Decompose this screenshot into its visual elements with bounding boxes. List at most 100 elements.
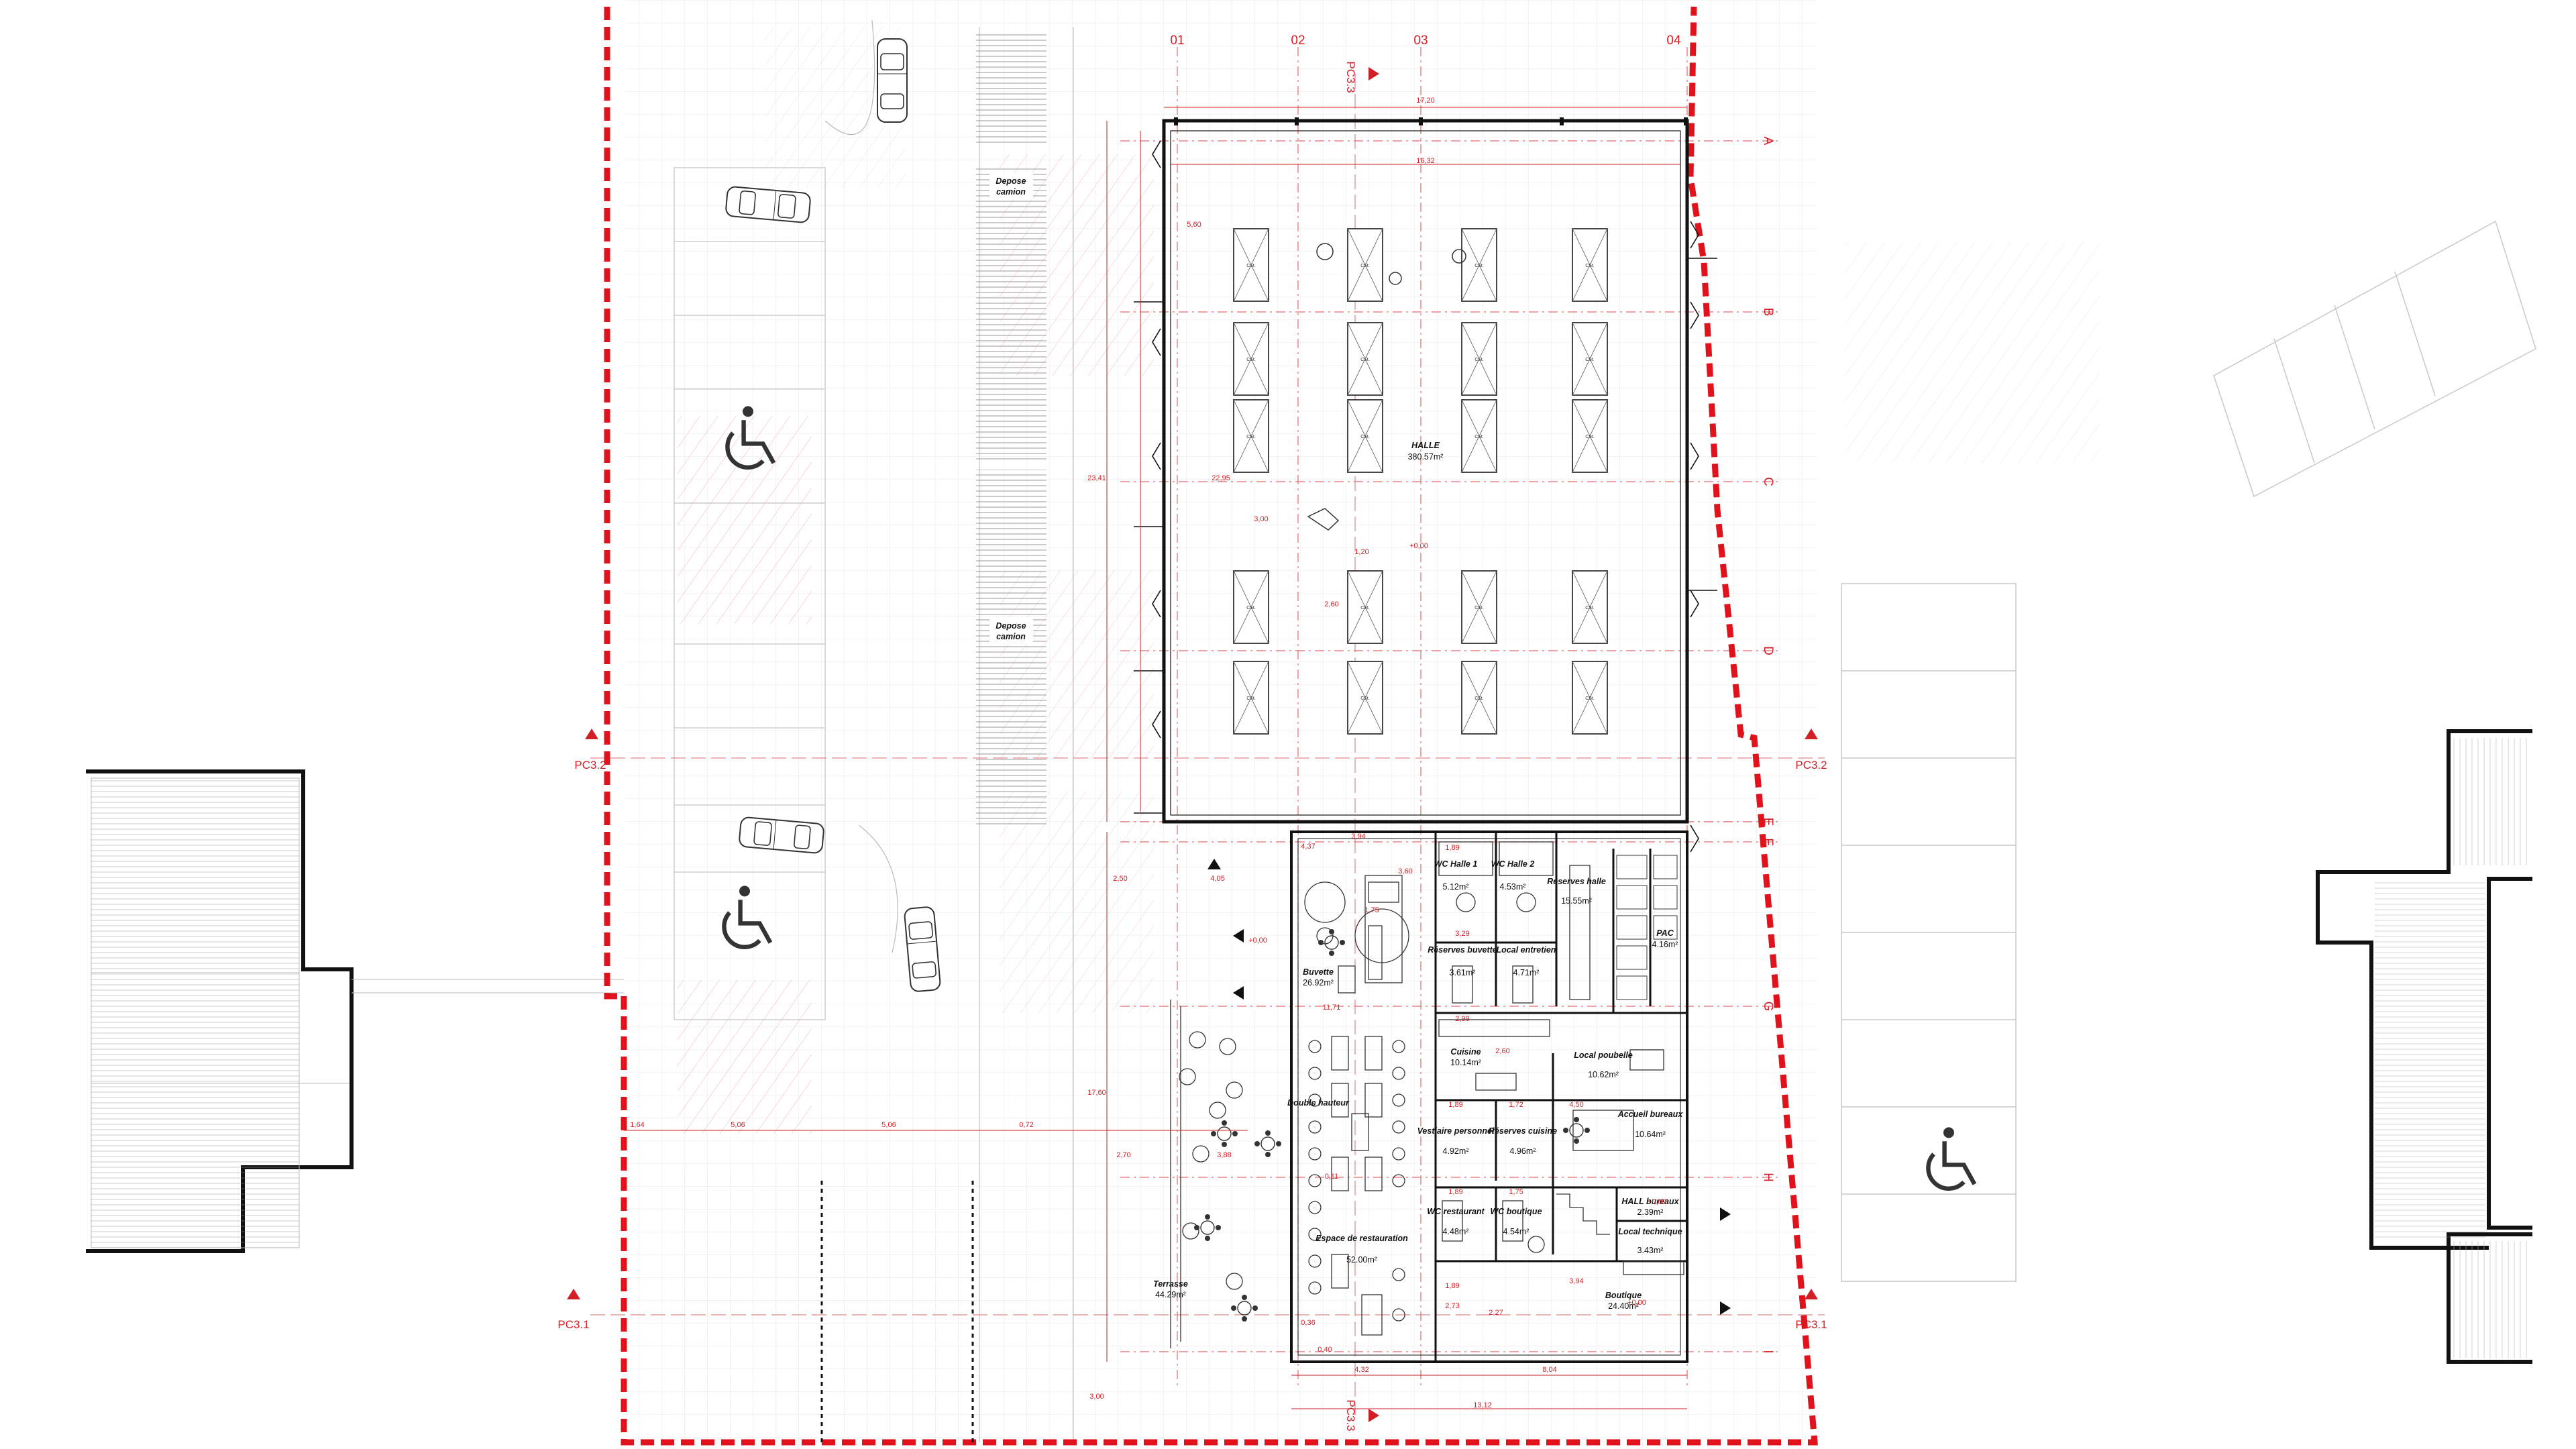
room-label-wc-halle-1: WC Halle 1 [1434,859,1478,869]
svg-text:1,89: 1,89 [1448,1101,1462,1109]
svg-text:CSt.: CSt. [1585,435,1595,439]
grid-row-label: I [1761,1350,1775,1353]
svg-text:0,11: 0,11 [1325,1173,1339,1181]
room-area-buvette: 26.92m² [1303,978,1334,987]
service-block-outline [1290,830,1688,1363]
grid-col-label: 03 [1413,34,1428,48]
svg-text:3,88: 3,88 [1217,1151,1231,1159]
svg-text:5,60: 5,60 [1187,221,1201,229]
svg-text:4,32: 4,32 [1354,1366,1368,1374]
property-boundary [604,6,1818,1446]
terrace-furniture [1170,1000,1243,1348]
room-label-local-entretien: Local entretien [1497,945,1556,955]
room-label-reserves-buvette: Réserves buvette [1428,945,1497,955]
svg-text:4,50: 4,50 [1569,1101,1583,1109]
halle-outline [1162,119,1689,824]
svg-text:0,72: 0,72 [1019,1121,1033,1129]
room-area-hall-bureaux: 2.39m² [1638,1208,1664,1217]
svg-text:CSt.: CSt. [1246,358,1256,362]
svg-text:2,70: 2,70 [1116,1151,1130,1159]
room-label-buvette: Buvette [1303,967,1334,977]
svg-text:0,40: 0,40 [1318,1346,1332,1354]
room-label-pac: PAC [1656,928,1674,938]
room-label-wc-boutique: WC boutique [1490,1207,1542,1216]
section-marker-pc33-bottom: PC3.3 [1344,1399,1379,1432]
svg-text:23,41: 23,41 [1087,474,1106,482]
svg-text:1,20: 1,20 [1354,548,1368,556]
svg-text:5,06: 5,06 [731,1121,745,1129]
svg-text:PC3.1: PC3.1 [1795,1318,1827,1331]
svg-text:PC3.2: PC3.2 [1795,759,1827,771]
restaurant-seating [1308,1036,1405,1336]
svg-text:CSt.: CSt. [1246,696,1256,701]
room-label-reserves-cuisine: Réserves cuisine [1489,1126,1557,1136]
svg-text:CSt.: CSt. [1585,358,1595,362]
svg-text:3,60: 3,60 [1398,867,1412,875]
section-marker-pc33-top: PC3.3 [1344,61,1379,93]
svg-text:5,06: 5,06 [881,1121,896,1129]
room-area-restauration: 52.00m² [1346,1255,1377,1265]
room-label-restauration: Espace de restauration [1316,1234,1408,1243]
svg-text:+0,00: +0,00 [1648,1198,1666,1206]
svg-text:1,64: 1,64 [630,1121,644,1129]
table-tags: CSt. CSt. CSt. CSt. CSt. CSt. CSt. CSt. … [1246,264,1595,701]
room-area-accueil: 10.64m² [1635,1130,1666,1139]
svg-text:2,27: 2,27 [1489,1309,1503,1317]
depose-label-1: Depose [996,176,1026,186]
room-area-reserves-halle: 15.55m² [1561,896,1592,906]
room-area-halle: 380.57m² [1408,452,1444,462]
grid-row-label: F [1761,838,1775,846]
svg-text:2,60: 2,60 [1324,600,1338,608]
room-area-wc-restaurant: 4.48m² [1443,1227,1469,1236]
room-area-local-entretien: 4.71m² [1513,968,1540,977]
section-marker-pc32-left: PC3.2 [574,729,606,771]
svg-text:2,50: 2,50 [1113,875,1127,883]
room-label-local-technique: Local technique [1618,1227,1682,1236]
room-label-wc-halle-2: WC Halle 2 [1491,859,1535,869]
svg-text:PC3.3: PC3.3 [1344,1399,1357,1431]
svg-text:0,36: 0,36 [1301,1319,1315,1327]
svg-text:+0,00: +0,00 [1627,1299,1646,1307]
room-label-local-poubelle: Local poubelle [1574,1051,1633,1060]
room-area-pac: 4.16m² [1652,940,1678,949]
room-label-boutique: Boutique [1605,1291,1642,1300]
room-area-local-technique: 3.43m² [1638,1246,1664,1255]
room-area-wc-halle-1: 5.12m² [1443,882,1469,892]
svg-text:2,99: 2,99 [1455,1015,1469,1023]
car [877,38,908,123]
grid-col-label: 02 [1291,34,1305,48]
svg-text:CSt.: CSt. [1474,696,1484,701]
svg-text:CSt.: CSt. [1585,264,1595,268]
accessible-parking-icon [1928,1127,1974,1188]
section-marker-pc31-right: PC3.1 [1795,1289,1827,1331]
svg-text:3,94: 3,94 [1569,1277,1583,1285]
room-area-wc-halle-2: 4.53m² [1500,882,1526,892]
svg-text:16,32: 16,32 [1416,157,1435,165]
car [903,906,942,993]
room-area-terrasse: 44.29m² [1155,1290,1186,1299]
room-label-halle: HALLE [1411,441,1440,450]
room-label-double-hauteur: Double hauteur [1287,1098,1350,1108]
room-label-cuisine: Cuisine [1450,1047,1481,1057]
svg-text:1,75: 1,75 [1509,1188,1523,1196]
svg-text:2,60: 2,60 [1495,1047,1509,1055]
depose-label-2: Depose [996,621,1026,631]
svg-text:CSt.: CSt. [1360,435,1370,439]
svg-text:PC3.2: PC3.2 [574,759,606,771]
svg-text:CSt.: CSt. [1585,696,1595,701]
svg-text:4,37: 4,37 [1301,843,1315,851]
room-label-accueil: Accueil bureaux [1617,1110,1684,1119]
svg-text:3,00: 3,00 [1254,515,1268,523]
svg-text:3,00: 3,00 [1089,1393,1104,1401]
svg-text:CSt.: CSt. [1246,435,1256,439]
grid-col-label: 01 [1170,34,1184,48]
room-label-reserves-halle: Réserves halle [1547,877,1606,886]
svg-text:CSt.: CSt. [1474,358,1484,362]
svg-text:CSt.: CSt. [1474,264,1484,268]
section-marker-pc32-right: PC3.2 [1795,729,1827,771]
room-area-reserves-buvette: 3.61m² [1450,968,1476,977]
svg-text:CSt.: CSt. [1360,696,1370,701]
section-marker-pc31-left: PC3.1 [557,1289,590,1331]
grid-row-label: H [1761,1173,1775,1182]
